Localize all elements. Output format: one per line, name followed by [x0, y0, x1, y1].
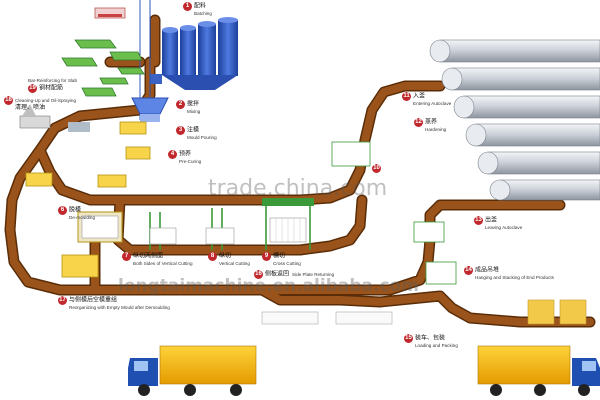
step-badge: 7: [122, 252, 131, 261]
step-badge: 11: [402, 92, 411, 101]
mixer: [131, 97, 169, 122]
step-badge: 17: [58, 296, 67, 305]
step-badge: 9: [262, 252, 271, 261]
step-badge: 16: [254, 270, 263, 279]
moulds: [25, 121, 151, 278]
reinforcing-racks: [61, 7, 145, 97]
step-badge: 10: [372, 164, 381, 173]
step-badge: 4: [168, 150, 177, 159]
step-badge: 18: [4, 96, 13, 105]
autoclaves: [429, 39, 600, 201]
truck-right: [477, 345, 600, 396]
step-badge: 3: [176, 126, 185, 135]
watermark-company: longtaimachine.en.alibaba.com: [118, 276, 419, 296]
step-badge: 1: [183, 2, 192, 11]
cutting-line: [77, 198, 314, 250]
step-badge: 19: [28, 84, 37, 93]
cleaning-station: [19, 104, 90, 132]
finished-stacks: [261, 299, 587, 325]
watermark-site: trade.china.com: [208, 176, 388, 201]
step-badge: 2: [176, 100, 185, 109]
step-badge: 12: [414, 118, 423, 127]
step-badge: 15: [404, 334, 413, 343]
step-badge: 6: [58, 206, 67, 215]
step-badge: 14: [464, 266, 473, 275]
green-cake-stacks: [331, 141, 457, 285]
step-badge: 13: [474, 216, 483, 225]
truck-left: [128, 345, 257, 396]
conveyor-track: [4, 14, 596, 328]
step-10-label: 10: [372, 164, 383, 173]
step-badge: 8: [208, 252, 217, 261]
